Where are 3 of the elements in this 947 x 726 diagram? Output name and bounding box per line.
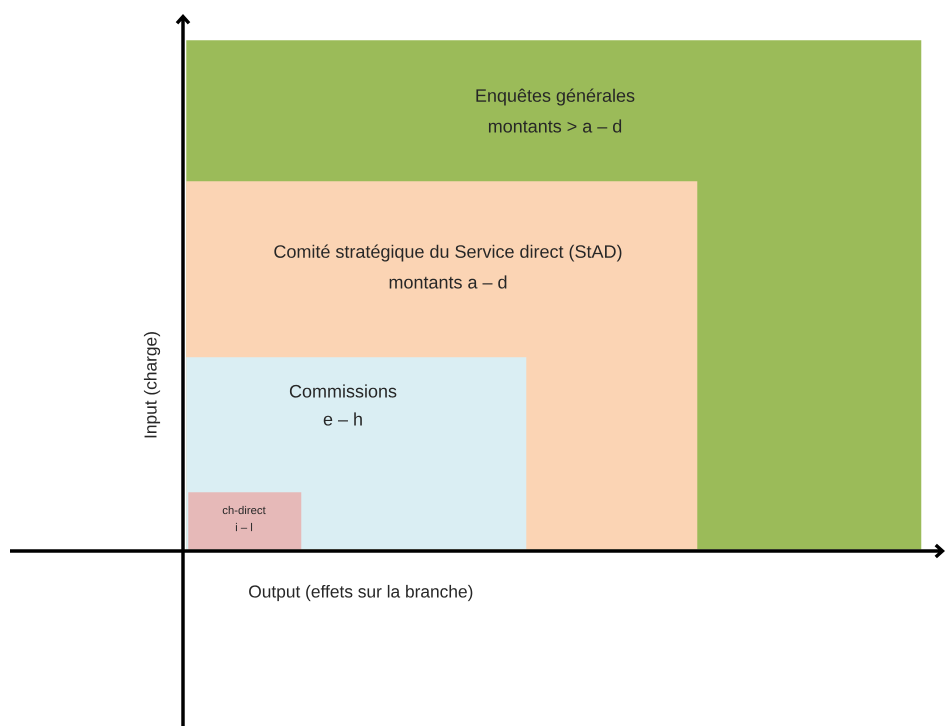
axis-label: Output (effets sur la branche) xyxy=(249,584,472,602)
region-box: ch-direct i – l xyxy=(188,492,302,550)
axis-label: Input (charge) xyxy=(144,332,160,438)
